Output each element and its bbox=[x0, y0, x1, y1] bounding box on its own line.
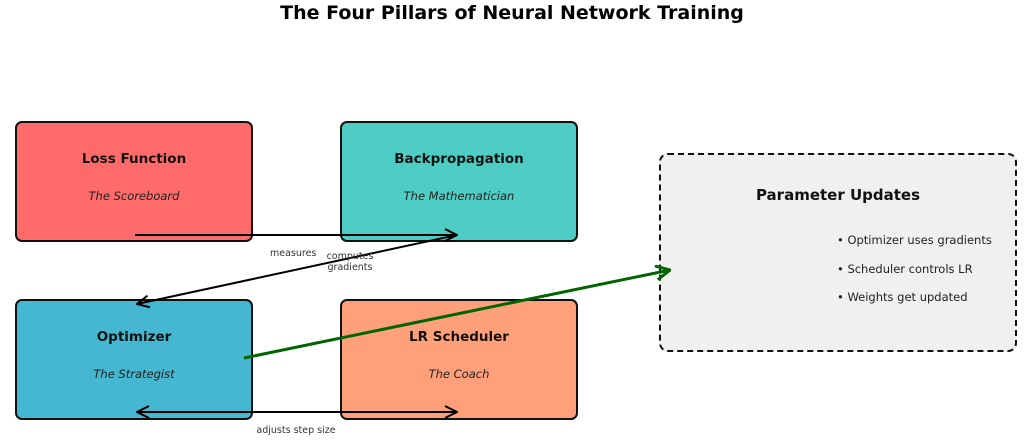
update-bullet: • Scheduler controls LR bbox=[837, 261, 973, 276]
loss-function-name: Loss Function bbox=[81, 151, 187, 167]
backpropagation-box: Backpropagation The Mathematician bbox=[340, 121, 578, 242]
lr-scheduler-role: The Coach bbox=[428, 367, 490, 381]
backpropagation-role: The Mathematician bbox=[403, 189, 515, 203]
lr-scheduler-name: LR Scheduler bbox=[409, 329, 509, 345]
computes-gradients-label-line2: gradients bbox=[327, 262, 373, 273]
optimizer-name: Optimizer bbox=[96, 329, 172, 345]
computes-gradients-label-line1: computes bbox=[326, 251, 374, 262]
parameter-updates-box: Parameter Updates • Optimizer uses gradi… bbox=[659, 153, 1017, 352]
optimizer-box: Optimizer The Strategist bbox=[15, 299, 253, 420]
loss-function-box: Loss Function The Scoreboard bbox=[15, 121, 253, 242]
loss-function-role: The Scoreboard bbox=[88, 189, 180, 203]
update-bullet: • Weights get updated bbox=[837, 290, 968, 304]
adjusts-step-size-label: adjusts step size bbox=[256, 425, 336, 436]
measures-label: measures bbox=[270, 248, 317, 259]
optimizer-to-updates-arrow bbox=[243, 270, 670, 360]
computes-gradients-arrow bbox=[137, 234, 458, 304]
lr-scheduler-box: LR Scheduler The Coach bbox=[340, 299, 578, 420]
parameter-updates-list: • Optimizer uses gradients • Scheduler c… bbox=[837, 232, 992, 318]
update-bullet: • Optimizer uses gradients bbox=[837, 233, 992, 247]
backpropagation-name: Backpropagation bbox=[394, 151, 524, 167]
diagram-title: The Four Pillars of Neural Network Train… bbox=[280, 2, 744, 24]
parameter-updates-title: Parameter Updates bbox=[755, 186, 921, 204]
optimizer-role: The Strategist bbox=[93, 367, 175, 381]
